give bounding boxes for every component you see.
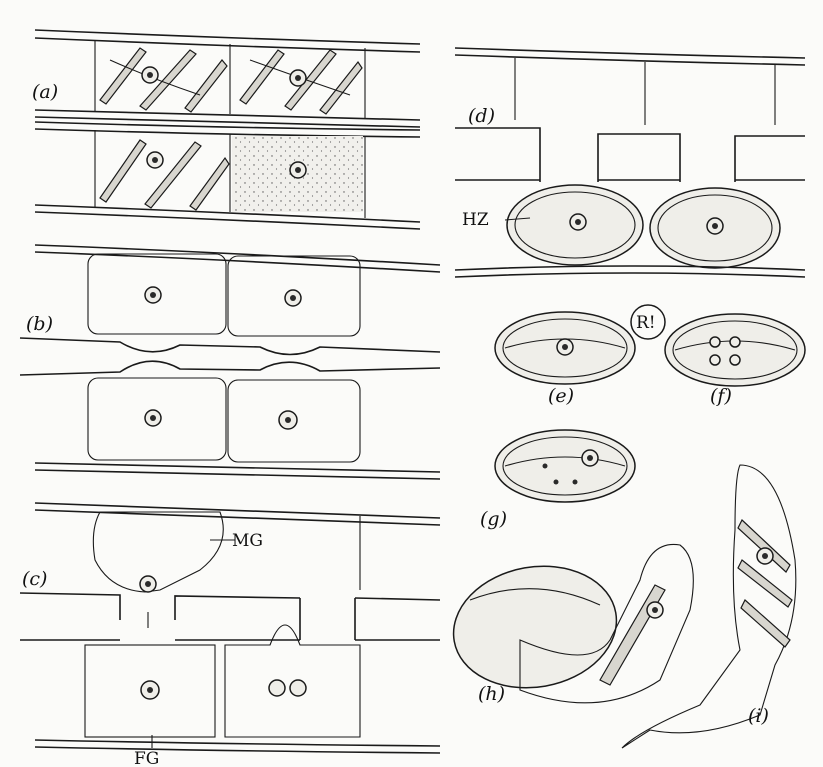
- label-f: (f): [710, 385, 732, 407]
- panel-d: HZ (d): [455, 48, 805, 277]
- label-r: R!: [636, 313, 656, 333]
- label-d: (d): [468, 105, 495, 127]
- label-c: (c): [22, 568, 47, 590]
- label-fg: FG: [134, 749, 159, 767]
- label-mg: MG: [232, 531, 263, 551]
- panel-a: (a): [32, 30, 420, 229]
- label-e: (e): [548, 385, 574, 407]
- panel-g: (g): [480, 430, 635, 530]
- panel-b: (b): [20, 245, 440, 479]
- label-g: (g): [480, 508, 507, 530]
- chloroplast-spirals-a1: [100, 48, 362, 114]
- male-gamete: [93, 512, 223, 592]
- chloroplast-spirals-a2: [100, 140, 229, 210]
- label-h: (h): [478, 683, 505, 705]
- label-b: (b): [26, 313, 53, 335]
- label-i: (i): [748, 705, 769, 727]
- panel-c: MG FG (c): [20, 503, 440, 767]
- panel-h: (h): [444, 544, 694, 705]
- label-hz: HZ: [462, 210, 489, 230]
- label-a: (a): [32, 81, 58, 103]
- panel-e-f: R! (e) (f): [495, 305, 805, 407]
